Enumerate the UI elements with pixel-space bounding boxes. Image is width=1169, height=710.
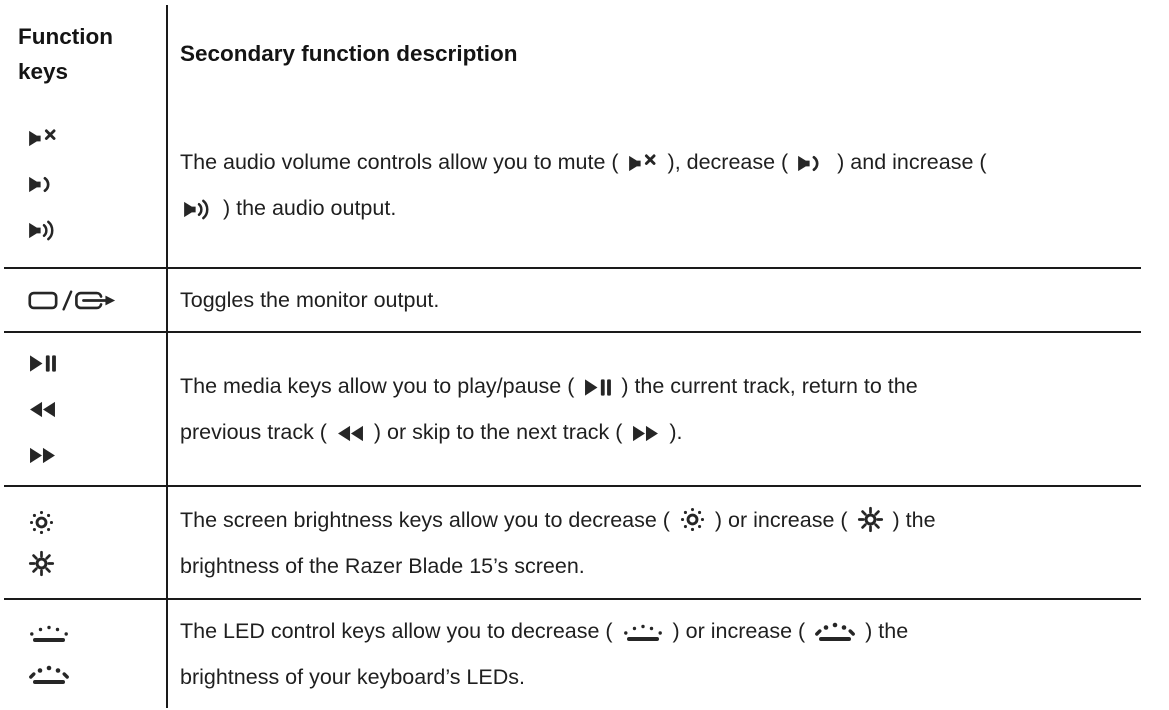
function-keys-cell bbox=[4, 102, 168, 267]
description-line: previous track ( ) or skip to the next t… bbox=[180, 409, 1131, 455]
description-text: ) and increase ( bbox=[831, 149, 987, 174]
description-text: The audio volume controls allow you to m… bbox=[180, 149, 625, 174]
description-text: The screen brightness keys allow you to … bbox=[180, 507, 676, 532]
previous-track-icon bbox=[28, 398, 57, 421]
function-keys-table: Function keys Secondary function descrip… bbox=[4, 5, 1141, 708]
function-keys-cell bbox=[4, 269, 168, 331]
table-row-screen-brightness: The screen brightness keys allow you to … bbox=[4, 485, 1141, 598]
description-cell: The screen brightness keys allow you to … bbox=[168, 487, 1141, 598]
description-text: The LED control keys allow you to decrea… bbox=[180, 619, 619, 643]
previous-track-icon bbox=[336, 422, 365, 445]
next-track-icon bbox=[631, 422, 660, 445]
screen-brightness-up-icon bbox=[28, 550, 55, 577]
next-track-icon bbox=[28, 444, 57, 467]
description-text: Toggles the monitor output. bbox=[180, 288, 440, 312]
speaker-volume-down-icon bbox=[28, 173, 59, 196]
description-text: ) or skip to the next track ( bbox=[367, 420, 629, 444]
description-text: ) the current track, return to the bbox=[615, 374, 918, 398]
description-cell: The audio volume controls allow you to m… bbox=[168, 102, 1141, 267]
table-rows: The audio volume controls allow you to m… bbox=[4, 102, 1141, 708]
function-keys-cell bbox=[4, 487, 168, 598]
description-text: brightness of your keyboard’s LEDs. bbox=[180, 665, 525, 689]
keyboard-led-brighten-icon bbox=[814, 620, 856, 644]
screen-brightness-down-icon bbox=[28, 509, 55, 536]
table-row-led-control: The LED control keys allow you to decrea… bbox=[4, 598, 1141, 708]
speaker-volume-up-icon bbox=[28, 219, 59, 242]
play-pause-icon bbox=[583, 376, 612, 399]
description-text: ) the bbox=[859, 619, 909, 643]
speaker-mute-icon bbox=[628, 152, 659, 175]
description-text: previous track ( bbox=[180, 420, 333, 444]
description-cell: The LED control keys allow you to decrea… bbox=[168, 600, 1141, 708]
table-row-audio-volume: The audio volume controls allow you to m… bbox=[4, 102, 1141, 267]
table-row-monitor-toggle: Toggles the monitor output. bbox=[4, 267, 1141, 331]
description-cell: Toggles the monitor output. bbox=[168, 269, 1141, 331]
header-description-label: Secondary function description bbox=[180, 41, 518, 66]
play-pause-icon bbox=[28, 352, 57, 375]
function-keys-cell bbox=[4, 600, 168, 708]
description-line: The media keys allow you to play/pause (… bbox=[180, 363, 1131, 409]
header-description-cell: Secondary function description bbox=[168, 5, 1141, 102]
keyboard-led-brighten-icon bbox=[28, 663, 70, 687]
function-keys-cell bbox=[4, 333, 168, 485]
keyboard-led-dim-icon bbox=[28, 621, 70, 645]
description-text: ) the audio output. bbox=[217, 195, 397, 220]
screen-brightness-down-icon bbox=[679, 506, 706, 533]
description-line: ) the audio output. bbox=[180, 185, 1131, 231]
description-line: The LED control keys allow you to decrea… bbox=[180, 608, 1131, 654]
description-text: ). bbox=[663, 420, 683, 444]
header-function-keys-cell: Function keys bbox=[4, 5, 168, 102]
screen-brightness-up-icon bbox=[857, 506, 884, 533]
description-line: The audio volume controls allow you to m… bbox=[180, 139, 1131, 185]
description-text: brightness of the Razer Blade 15’s scree… bbox=[180, 553, 585, 578]
keyboard-led-dim-icon bbox=[622, 620, 664, 644]
description-line: brightness of the Razer Blade 15’s scree… bbox=[180, 543, 1131, 589]
speaker-volume-down-icon bbox=[797, 152, 828, 175]
description-text: ) or increase ( bbox=[666, 619, 812, 643]
speaker-volume-up-icon bbox=[183, 198, 214, 221]
table-header-row: Function keys Secondary function descrip… bbox=[4, 5, 1141, 102]
description-text: The media keys allow you to play/pause ( bbox=[180, 374, 581, 398]
speaker-mute-icon bbox=[28, 127, 59, 150]
monitor-output-toggle-icon bbox=[28, 289, 116, 312]
description-cell: The media keys allow you to play/pause (… bbox=[168, 333, 1141, 485]
description-text: ), decrease ( bbox=[661, 149, 795, 174]
description-line: brightness of your keyboard’s LEDs. bbox=[180, 654, 1131, 700]
header-function-keys-label: Function keys bbox=[18, 23, 113, 84]
description-text: ) the bbox=[886, 507, 936, 532]
description-text: ) or increase ( bbox=[708, 507, 854, 532]
description-line: The screen brightness keys allow you to … bbox=[180, 497, 1131, 543]
description-line: Toggles the monitor output. bbox=[180, 277, 1131, 323]
table-row-media-keys: The media keys allow you to play/pause (… bbox=[4, 331, 1141, 485]
